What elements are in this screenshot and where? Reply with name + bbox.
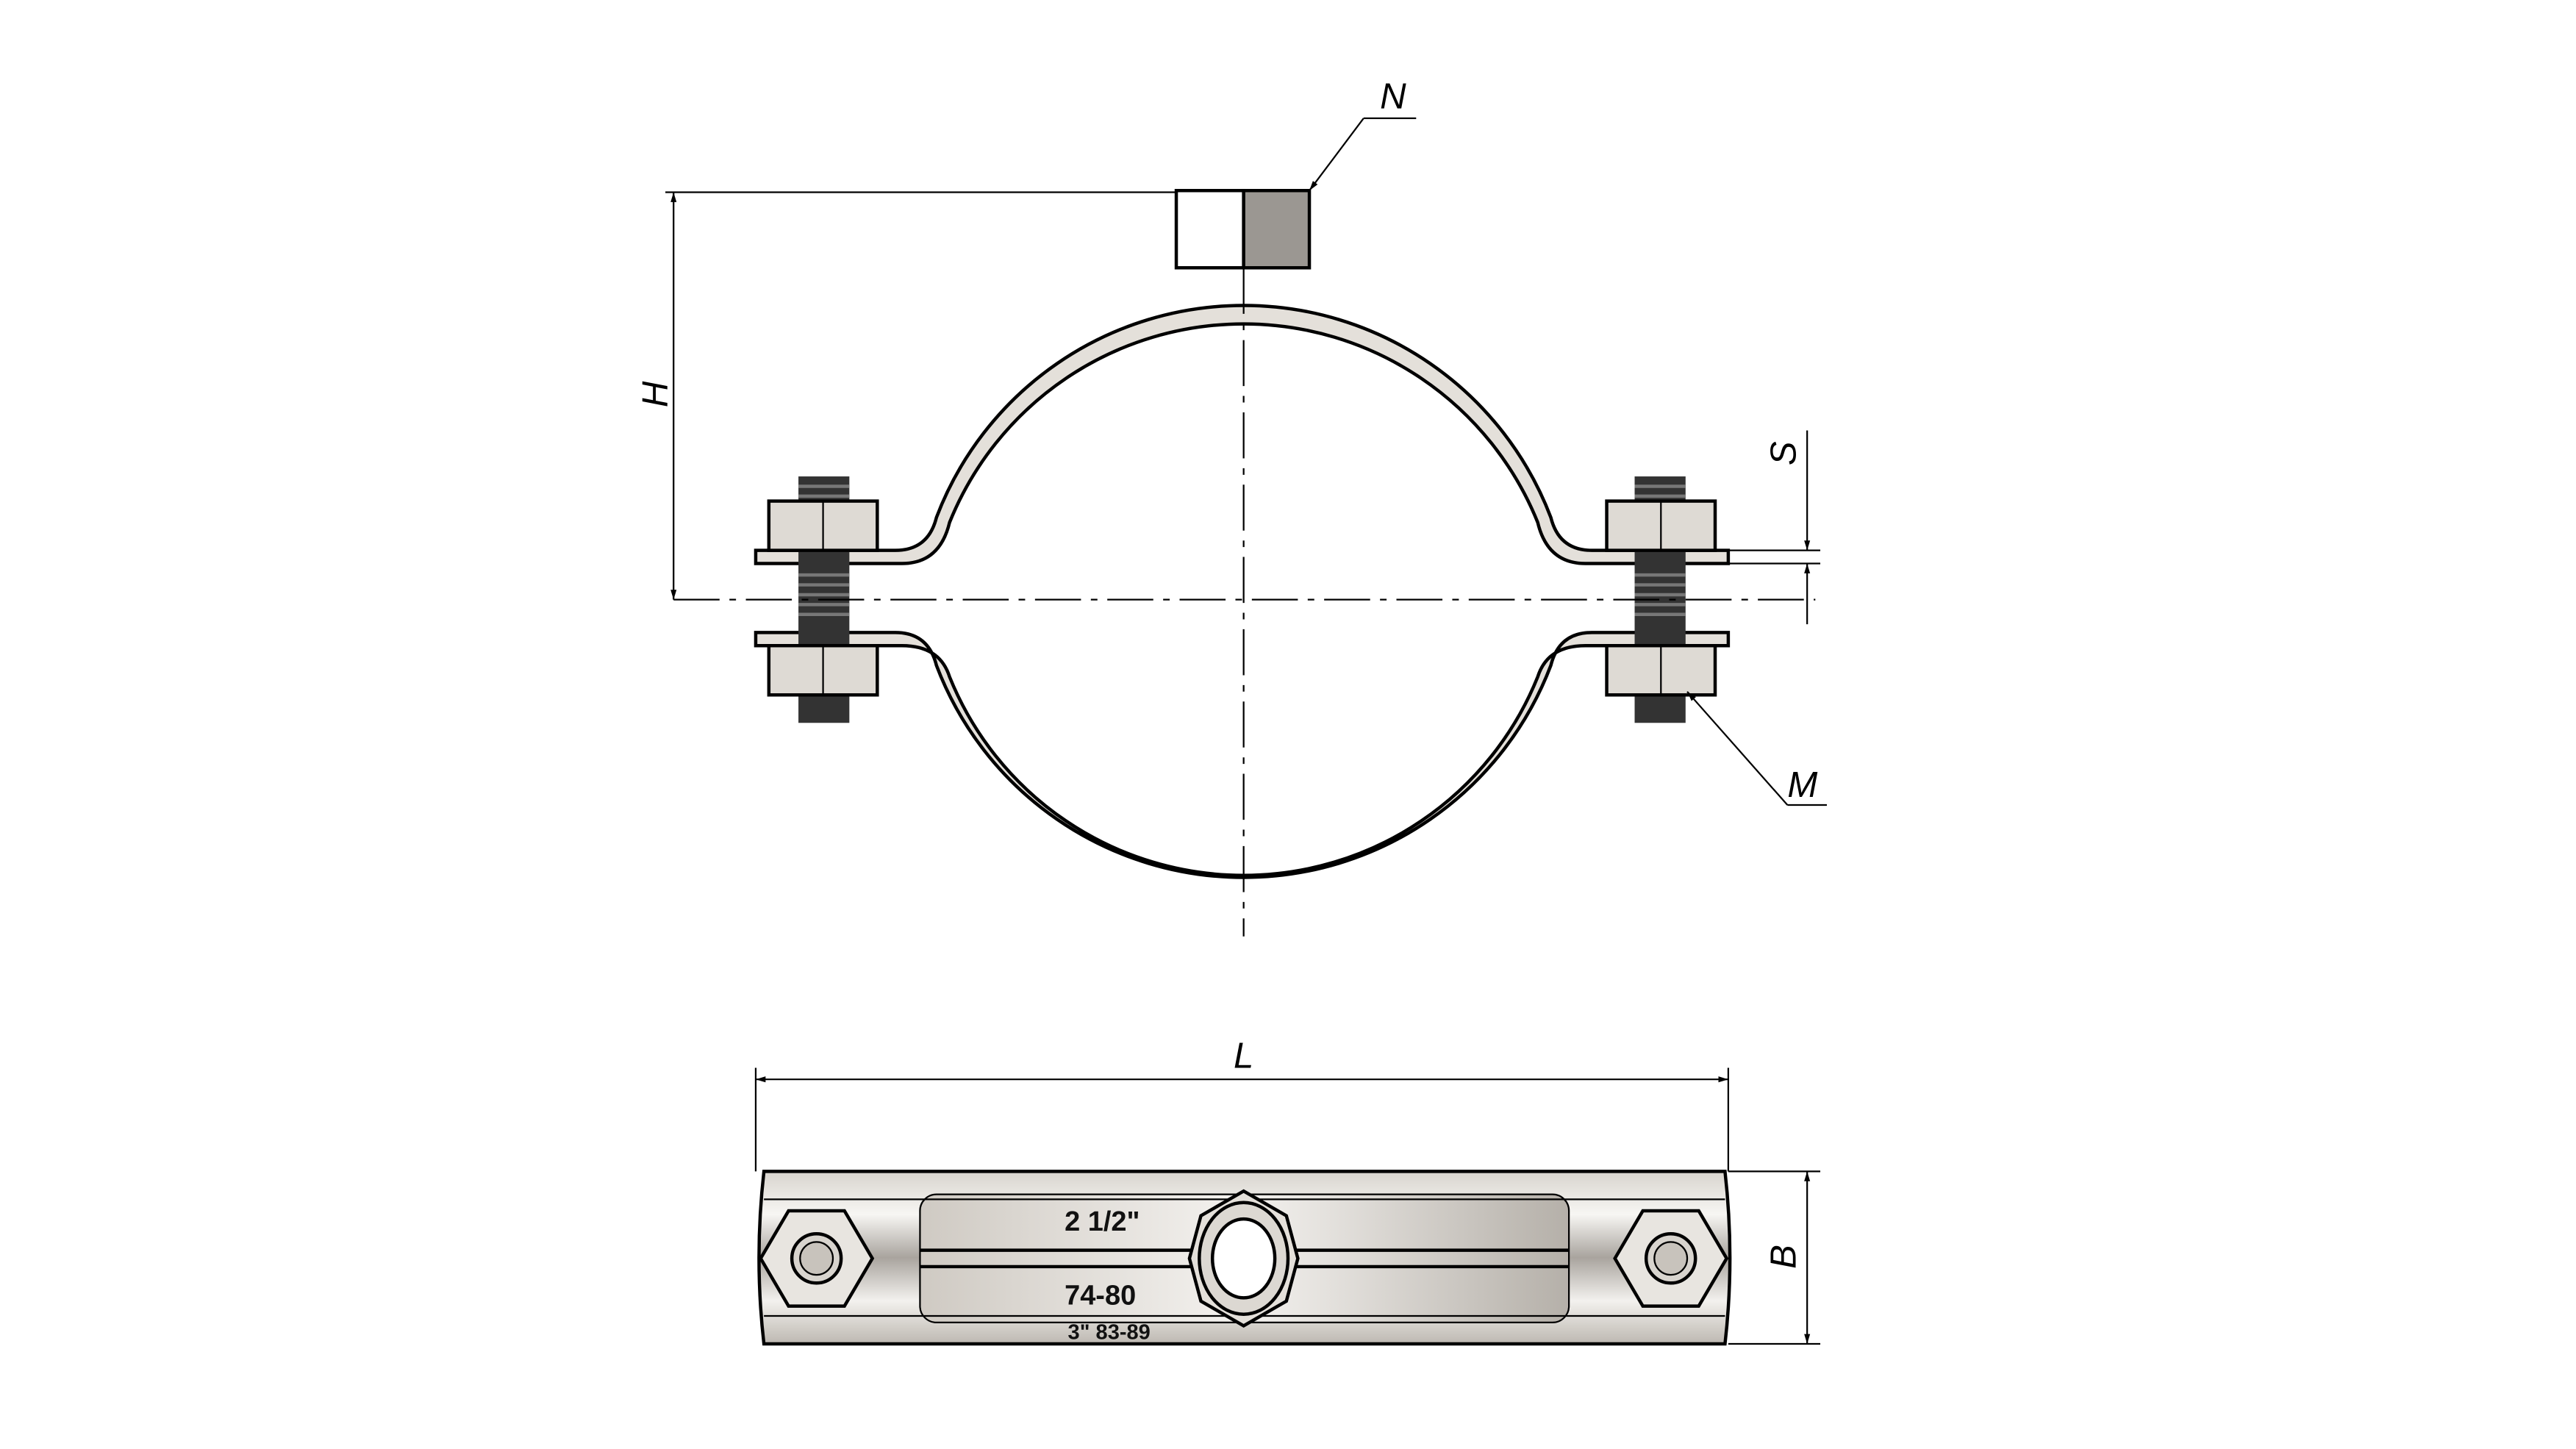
clamp-front-view: H S N M: [634, 76, 1827, 937]
clamp-band-lower: [754, 631, 1731, 879]
marking-alt-size: 3" 83-89: [1068, 1320, 1151, 1344]
dimension-l: L: [754, 1036, 1730, 1172]
clamp-top-view: 2 1/2" 74-80 3" 83-89 L B: [754, 1036, 1821, 1346]
label-b: B: [1764, 1245, 1804, 1269]
dimension-h: H: [634, 191, 1177, 600]
right-bolt-head: [1613, 1209, 1729, 1308]
label-l: L: [1234, 1036, 1253, 1076]
label-s: S: [1764, 441, 1804, 465]
dimension-s: S: [1728, 430, 1821, 625]
marking-size: 2 1/2": [1065, 1206, 1139, 1237]
right-bolt: [1605, 476, 1717, 723]
label-h: H: [634, 381, 675, 407]
top-nut: [1174, 188, 1312, 270]
leader-m: M: [1686, 691, 1827, 806]
left-bolt-head: [759, 1209, 875, 1308]
dimension-b: B: [1728, 1170, 1821, 1345]
marking-range: 74-80: [1065, 1280, 1136, 1311]
leader-n: N: [1309, 76, 1417, 191]
clamp-band-upper: [754, 304, 1731, 565]
label-n: N: [1380, 76, 1406, 116]
center-nut: [1187, 1189, 1300, 1328]
label-m: M: [1787, 765, 1817, 805]
